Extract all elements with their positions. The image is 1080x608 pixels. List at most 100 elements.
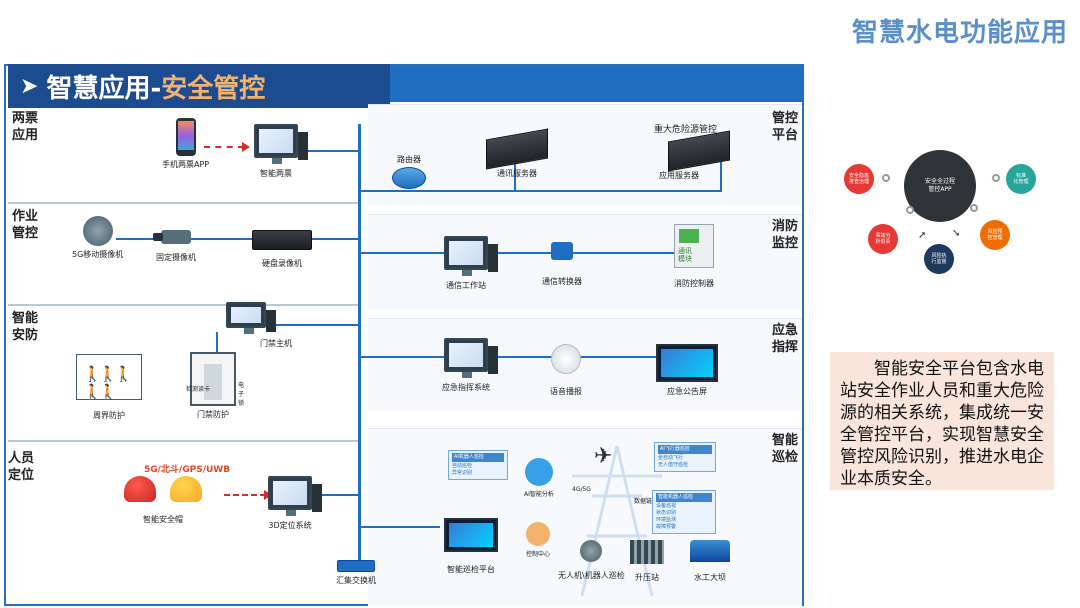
screen-icon: [656, 344, 718, 382]
node-emergency-system: 应急指挥系统: [442, 338, 498, 393]
node-mobile-app: 手机两票APP: [162, 118, 209, 170]
node-comm-converter: 通信转换器: [542, 242, 582, 287]
node-3d-positioning: 3D定位系统: [268, 476, 322, 531]
flow-arrow: [204, 142, 250, 152]
section-label-emergency: 应急 指挥: [771, 323, 798, 355]
link-line: [360, 190, 722, 192]
network-bus: [358, 124, 361, 564]
section-label-platform: 管控 平台: [771, 111, 798, 143]
cycle-center: 安全全过程 管控APP: [904, 150, 976, 222]
node-ai-analysis: AI智能分析: [524, 458, 554, 498]
phone-icon: [175, 118, 196, 156]
node-control-center: 控制中心: [526, 522, 550, 558]
link-line: [302, 150, 360, 152]
cloud-icon: [524, 458, 553, 486]
link-line: [116, 238, 360, 240]
cycle-arrow-icon: ➘: [952, 228, 961, 239]
gate-label-right: 电子锁: [238, 382, 245, 407]
gate-icon: [190, 352, 236, 406]
panel-patrol: [368, 428, 802, 606]
section-label-ticket: 两票 应用: [12, 111, 39, 143]
section-label-patrol: 智能 巡检: [771, 433, 798, 465]
link-line: [360, 252, 682, 254]
cycle-item: 风险执 行监督: [924, 244, 954, 274]
divider: [8, 440, 358, 442]
section-label-work: 作业 管控: [12, 209, 39, 241]
cycle-item: 安全隐患 排查治理: [844, 164, 874, 194]
panel-fire-monitor: [368, 214, 802, 310]
cycle-connector: [970, 204, 978, 212]
transmission-tower-icon: [572, 446, 662, 596]
cycle-item: 风险预 控管理: [980, 220, 1010, 250]
section-label-fire: 消防 监控: [771, 219, 798, 251]
node-access-host: 门禁主机: [200, 302, 292, 349]
link-line: [360, 356, 660, 358]
header-main-text: 智慧应用-: [46, 73, 162, 104]
network-label: 4G/5G: [572, 486, 591, 493]
robot-icon: [580, 540, 603, 562]
node-smart-helmet: 智能安全帽: [124, 476, 202, 525]
mobile-camera-icon: [82, 216, 113, 246]
workstation-icon: [444, 338, 498, 378]
node-comm-workstation: 通信工作站: [444, 236, 498, 291]
control-center-icon: [526, 522, 550, 546]
recorder-icon: [252, 230, 312, 250]
header-arrow-icon: ➤: [20, 73, 39, 99]
server-icon: [486, 128, 548, 170]
section-header: ➤ 智慧应用- 安全管控: [8, 64, 390, 108]
node-core-switch: 汇集交换机: [336, 560, 376, 586]
node-voice-broadcast: 语音播报: [550, 344, 582, 397]
perimeter-icon: 🚶🚶🚶🚶🚶: [76, 354, 142, 401]
header-accent-text: 安全管控: [161, 73, 266, 104]
fire-panel-icon: 通讯 模块: [674, 224, 714, 268]
page-title: 智慧水电功能应用: [851, 18, 1068, 48]
safety-cycle-diagram: 安全全过程 管控APP 安全隐患 排查治理 标准 化管理 事故分 析追责 风险预…: [840, 150, 1046, 280]
camera-icon: [153, 230, 191, 244]
panel-emergency: [368, 318, 802, 410]
node-5g-camera: 5G移动摄像机: [72, 216, 123, 260]
node-patrol-platform: 智能巡检平台: [444, 518, 498, 575]
top-bar: [386, 66, 804, 102]
description-text: 智能安全平台包含水电站安全作业人员和重大危险源的相关系统，集成统一安全管控平台，…: [840, 359, 1044, 489]
node-perimeter: 🚶🚶🚶🚶🚶 周界防护: [76, 354, 142, 421]
router-icon: [392, 167, 426, 189]
node-drone: ✈: [594, 446, 612, 468]
workstation-icon: [254, 124, 308, 164]
divider: [8, 304, 358, 306]
node-disk-recorder: 硬盘录像机: [252, 230, 312, 269]
cycle-item: 事故分 析追责: [868, 224, 898, 254]
access-host-icon: [226, 302, 276, 334]
cycle-connector: [906, 206, 914, 214]
architecture-diagram: ➤ 智慧应用- 安全管控 两票 应用 作业 管控 智能 安防 人员 定位 管控 …: [4, 64, 804, 606]
datalink-label: 数据链: [634, 498, 653, 505]
link-line: [216, 332, 218, 364]
link-line: [264, 324, 360, 326]
node-substation: 升压站: [630, 540, 664, 583]
flow-arrow: [224, 490, 272, 500]
node-drone-robot: 无人机\机器人巡检: [558, 540, 625, 581]
screen-icon: [444, 518, 498, 552]
cycle-item: 标准 化管理: [1006, 164, 1036, 194]
drone-icon: ✈: [594, 444, 613, 469]
positioning-tech: 5G/北斗/GPS/UWB: [144, 465, 231, 475]
node-app-server: 应用服务器: [659, 130, 730, 181]
node-fixed-camera: 固定摄像机: [153, 230, 196, 263]
node-emergency-screen: 应急公告屏: [656, 344, 718, 397]
cycle-connector: [992, 174, 1000, 182]
cycle-arrow-icon: ➚: [918, 230, 927, 241]
dam-icon: [690, 540, 730, 562]
yellow-helmet-icon: [170, 476, 202, 502]
info-box-robot: 智能机器人巡检 设备巡视 状态识别 环境监测 故障预警: [652, 490, 716, 534]
info-box-drone: AI飞行器巡检 全自动飞行 无人值守巡检: [654, 442, 716, 472]
node-router: 路由器: [392, 154, 426, 189]
substation-icon: [630, 540, 664, 564]
workstation-icon: [268, 476, 322, 516]
red-helmet-icon: [124, 476, 156, 502]
cycle-connector: [882, 174, 890, 182]
converter-icon: [551, 242, 573, 260]
link-line: [514, 162, 516, 192]
workstation-icon: [444, 236, 498, 276]
link-line: [360, 526, 440, 528]
major-hazard-label: 重大危险源管控: [654, 125, 718, 135]
link-line: [306, 494, 360, 496]
